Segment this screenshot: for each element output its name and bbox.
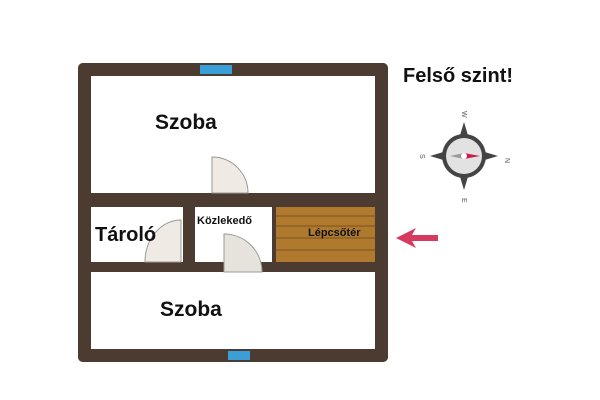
floor-title: Felső szint! xyxy=(403,65,513,87)
room-label-storage: Tároló xyxy=(95,224,156,246)
door-storage xyxy=(144,219,182,263)
room-label-bottom: Szoba xyxy=(160,298,222,321)
stairs xyxy=(276,207,375,262)
compass-icon: N S W E xyxy=(418,111,510,203)
room-label-stairwell: Lépcsőtér xyxy=(308,227,361,239)
room-label-hallway: Közlekedő xyxy=(197,215,252,227)
door-top-room xyxy=(211,156,249,194)
compass-east: E xyxy=(460,198,467,203)
door-hallway xyxy=(223,233,263,273)
entrance-arrow-icon xyxy=(396,228,438,248)
window-top xyxy=(200,65,232,74)
window-bottom xyxy=(228,351,250,360)
compass-north: N xyxy=(503,158,510,163)
room-label-top: Szoba xyxy=(155,111,217,134)
compass-west: W xyxy=(460,111,467,118)
compass-south: S xyxy=(418,154,425,159)
